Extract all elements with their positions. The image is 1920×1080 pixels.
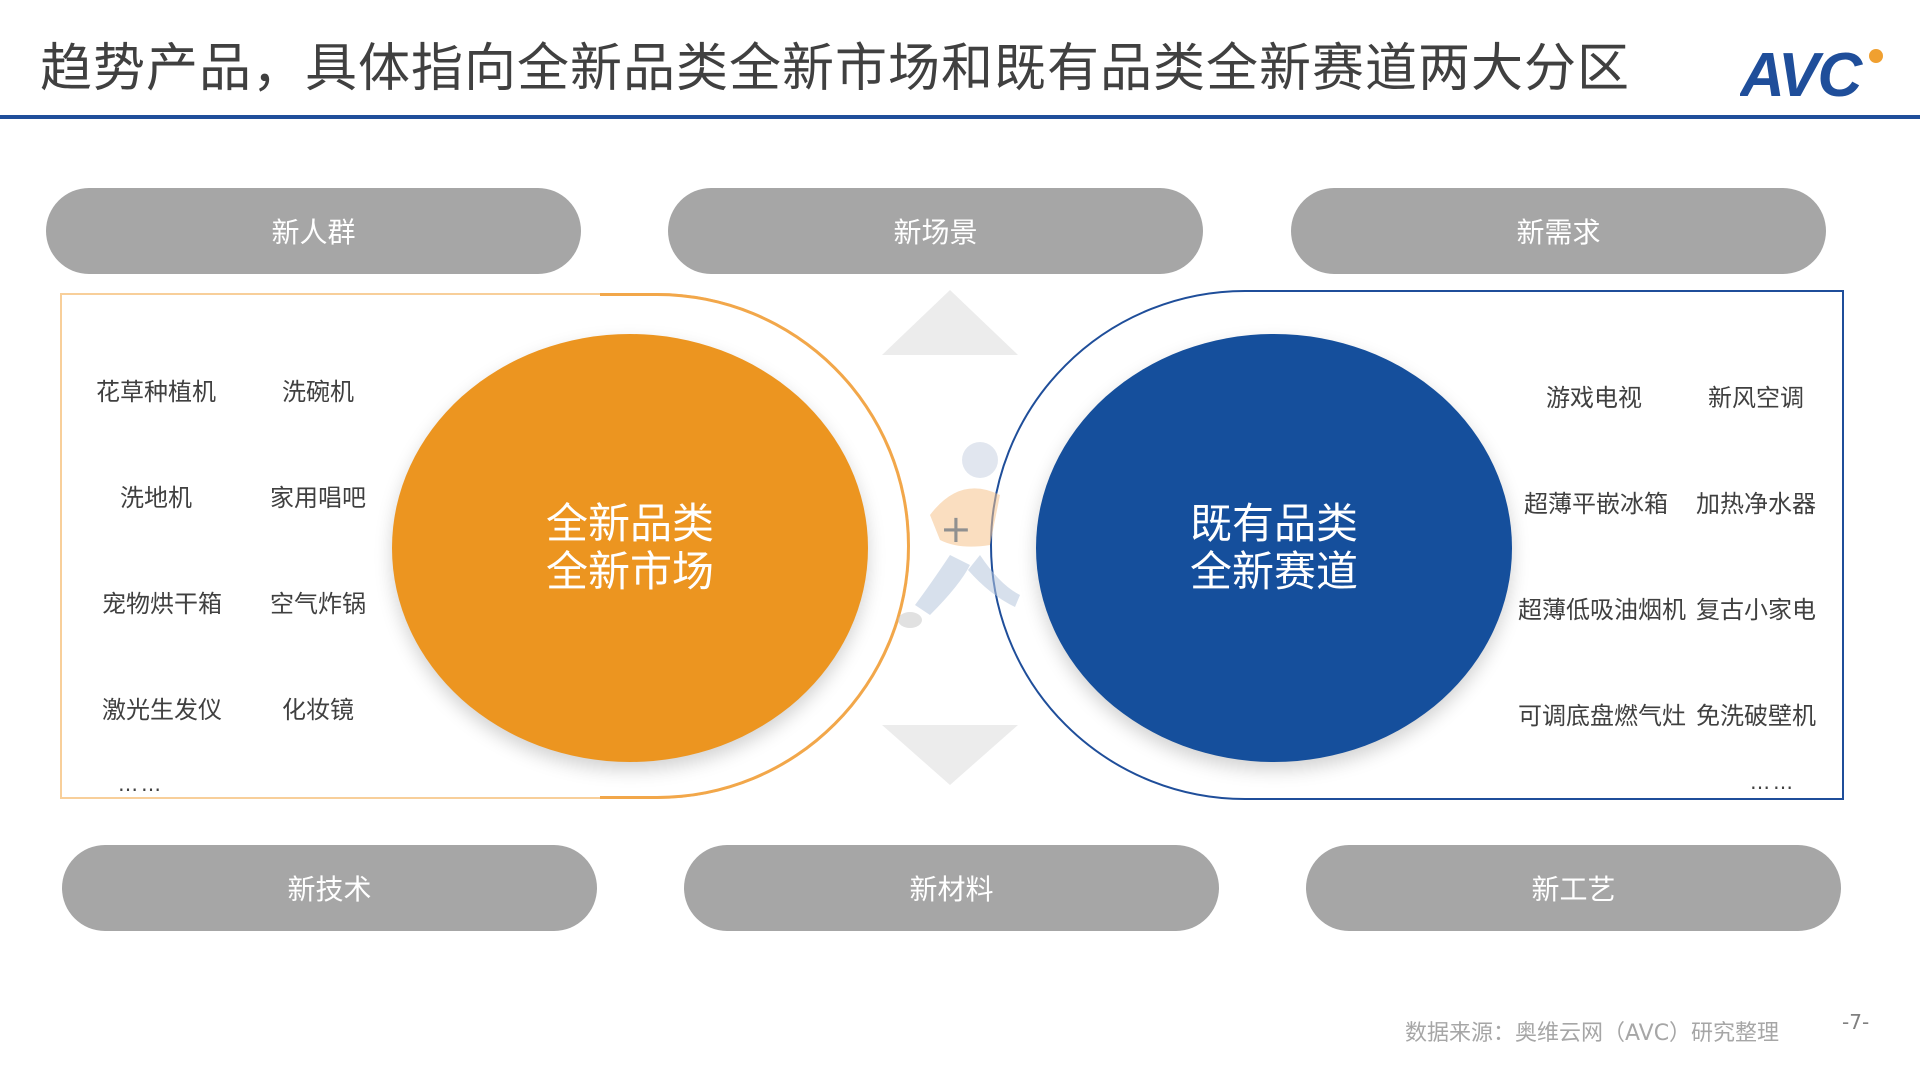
list-item: 激光生发仪	[102, 696, 222, 724]
list-item: 超薄低吸油烟机	[1518, 596, 1686, 624]
list-item: 家用唱吧	[270, 484, 366, 512]
pill-new-craft: 新工艺	[1306, 845, 1841, 931]
pill-new-scene: 新场景	[668, 188, 1203, 274]
list-item: 洗碗机	[282, 378, 354, 406]
left-panel-frame	[60, 293, 910, 799]
list-item: 花草种植机	[96, 378, 216, 406]
svg-text:AVC: AVC	[1740, 41, 1864, 108]
down-arrow-icon	[882, 725, 1018, 785]
runner-figure-icon	[898, 442, 1020, 628]
list-item: 加热净水器	[1696, 490, 1816, 518]
list-item: 宠物烘干箱	[102, 590, 222, 618]
right-ellipsis: ……	[1750, 770, 1796, 794]
title-divider	[0, 115, 1920, 119]
right-panel-frame	[990, 290, 1844, 800]
up-arrow-icon	[882, 290, 1018, 355]
pill-new-material: 新材料	[684, 845, 1219, 931]
circle-right-line2: 全新赛道	[1189, 547, 1358, 596]
circle-existing-category-new-track: 既有品类 全新赛道	[1036, 334, 1512, 762]
list-item: 复古小家电	[1696, 596, 1816, 624]
list-item: 洗地机	[120, 484, 192, 512]
list-item: 化妆镜	[282, 696, 354, 724]
list-item: 新风空调	[1708, 384, 1804, 412]
center-graphic	[882, 290, 1020, 785]
avc-logo: AVC	[1738, 38, 1890, 110]
list-item: 空气炸锅	[270, 590, 366, 618]
circle-left-line1: 全新品类	[545, 499, 714, 548]
list-item: 可调底盘燃气灶	[1518, 702, 1686, 730]
circle-left-line2: 全新市场	[545, 547, 714, 596]
list-item: 游戏电视	[1546, 384, 1642, 412]
page-title: 趋势产品，具体指向全新品类全新市场和既有品类全新赛道两大分区	[40, 39, 1631, 99]
plus-symbol: +	[940, 507, 972, 551]
circle-new-category-new-market: 全新品类 全新市场	[392, 334, 868, 762]
pill-new-technology: 新技术	[62, 845, 597, 931]
page-number: -7-	[1842, 1010, 1870, 1034]
list-item: 超薄平嵌冰箱	[1524, 490, 1668, 518]
pill-new-crowd: 新人群	[46, 188, 581, 274]
list-item: 免洗破壁机	[1696, 702, 1816, 730]
pill-new-demand: 新需求	[1291, 188, 1826, 274]
circle-right-line1: 既有品类	[1189, 499, 1358, 548]
left-ellipsis: ……	[118, 772, 164, 796]
data-source-note: 数据来源：奥维云网（AVC）研究整理	[1405, 1021, 1780, 1046]
